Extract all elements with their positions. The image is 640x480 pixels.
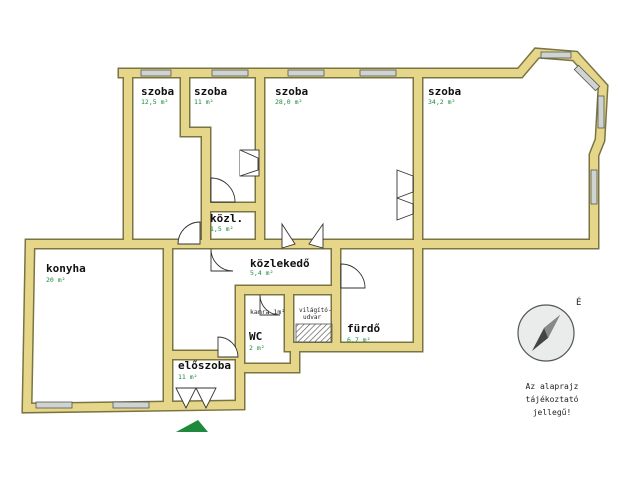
door — [281, 222, 324, 249]
room-szoba-2-area: 11 m² — [194, 98, 214, 106]
window — [35, 401, 73, 409]
kamra-area: 1m² — [273, 308, 286, 316]
door — [210, 248, 234, 272]
door — [210, 177, 236, 203]
room-furdo-name: fürdő — [347, 322, 381, 335]
door — [177, 221, 201, 245]
room-kozl-area: 1,5 m² — [210, 225, 234, 233]
room-szoba-3-area: 28,0 m² — [275, 98, 303, 106]
note-line-3: jellegű! — [532, 408, 572, 417]
window — [359, 69, 397, 77]
room-konyha-name: konyha — [46, 262, 86, 275]
room-szoba-2-name: szoba — [194, 85, 228, 98]
room-wc-name: WC — [249, 330, 263, 343]
room-szoba-1-name: szoba — [141, 85, 175, 98]
windows — [35, 51, 605, 409]
room-eloszoba-area: 11 m² — [178, 373, 198, 381]
note-line-2: tájékoztató — [525, 395, 579, 404]
window — [112, 401, 150, 409]
light-well-label: világító- udvar — [299, 307, 332, 321]
room-wc-area: 2 m² — [249, 344, 265, 352]
walls-fill — [22, 48, 608, 413]
light-well-line-2: udvar — [303, 313, 322, 321]
doors — [175, 149, 414, 410]
walls — [21, 47, 609, 414]
window — [140, 69, 172, 77]
room-kozlekedo-area: 5,4 m² — [250, 269, 274, 277]
room-szoba-3-name: szoba — [275, 85, 309, 98]
room-szoba-1-area: 12,5 m² — [141, 98, 169, 106]
room-konyha-area: 20 m² — [46, 276, 66, 284]
door — [340, 263, 366, 289]
room-kozlekedo-name: közlekedő — [250, 257, 310, 270]
kamra-label: kamra 1m² — [250, 308, 286, 316]
light-well-line-1: világító- — [299, 307, 332, 314]
window — [590, 169, 598, 205]
light-well-hatch — [295, 323, 333, 343]
door — [396, 169, 414, 221]
door — [239, 149, 260, 177]
door — [217, 336, 239, 358]
window — [573, 64, 601, 92]
door — [175, 387, 217, 410]
room-szoba-4-area: 34,2 m² — [428, 98, 456, 106]
kamra-name: kamra — [250, 308, 270, 316]
compass-icon — [517, 304, 575, 362]
door — [259, 294, 281, 316]
window — [540, 51, 572, 59]
disclaimer-note: Az alaprajz tájékoztató jellegű! — [511, 380, 593, 419]
room-kozl-name: közl. — [210, 212, 244, 225]
room-szoba-4-name: szoba — [428, 85, 462, 98]
entrance-arrow-icon — [176, 420, 208, 432]
note-line-1: Az alaprajz — [525, 382, 579, 391]
compass-north-label: É — [576, 298, 582, 308]
room-eloszoba-name: előszoba — [178, 359, 231, 372]
window — [211, 69, 249, 77]
room-furdo-area: 6,7 m² — [347, 336, 371, 344]
window — [597, 95, 605, 129]
window — [287, 69, 325, 77]
